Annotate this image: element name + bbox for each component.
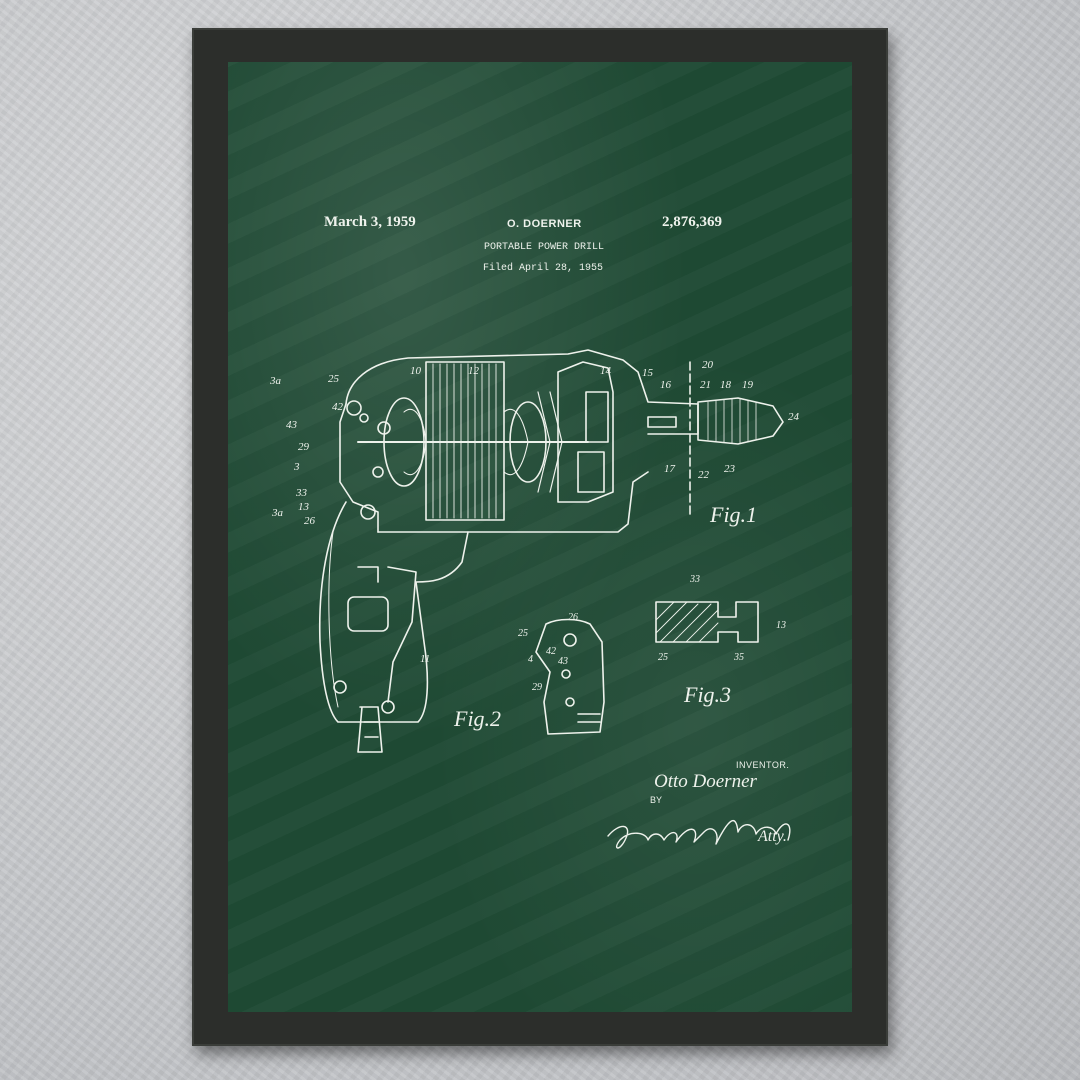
attorney-suffix: Atty.	[758, 828, 787, 845]
fig-2-label: Fig.2	[453, 706, 501, 731]
patent-date: March 3, 1959	[324, 214, 416, 230]
inventor-name: Otto Doerner	[654, 771, 757, 792]
picture-frame: March 3, 1959 O. DOERNER 2,876,369 PORTA…	[192, 28, 888, 1046]
ref-22: 22	[698, 469, 710, 481]
figure-3-detail	[655, 601, 759, 643]
fig-1-label: Fig.1	[709, 502, 757, 527]
fig3-ref-25: 25	[658, 652, 668, 663]
figure-2-detail	[535, 618, 605, 735]
ref-13: 13	[298, 501, 310, 513]
ref-10: 10	[410, 365, 422, 377]
ref-11: 11	[420, 653, 430, 665]
ref-21: 21	[700, 379, 711, 391]
by-label: BY	[650, 795, 663, 805]
ref-17: 17	[664, 463, 676, 475]
ref-26: 26	[304, 515, 316, 527]
ref-42: 42	[332, 401, 344, 413]
trigger-switch	[347, 596, 389, 632]
patent-filed-date: Filed April 28, 1955	[483, 263, 604, 274]
figure-1-drill	[318, 349, 784, 753]
gear	[585, 391, 609, 443]
fig3-ref-13: 13	[776, 620, 786, 631]
patent-title: PORTABLE POWER DRILL	[484, 242, 605, 253]
ref-3a-top: 3a	[269, 375, 282, 387]
inventor-label: INVENTOR.	[736, 760, 790, 770]
ref-20: 20	[702, 359, 714, 371]
fig2-ref-4: 4	[528, 654, 533, 665]
fig2-ref-29: 29	[532, 682, 542, 693]
ref-3: 3	[293, 461, 300, 473]
fig-3-label: Fig.3	[683, 682, 731, 707]
ref-33: 33	[295, 487, 308, 499]
ref-14: 14	[600, 365, 612, 377]
ref-15: 15	[642, 367, 654, 379]
fig2-ref-43: 43	[558, 656, 568, 667]
ref-25: 25	[328, 373, 340, 385]
fig2-ref-26: 26	[568, 612, 578, 623]
patent-inventor-short: O. DOERNER	[507, 218, 582, 230]
ref-12: 12	[468, 365, 480, 377]
fig2-ref-42: 42	[546, 646, 556, 657]
attorney-signature	[607, 819, 791, 849]
ref-43: 43	[286, 419, 298, 431]
power-cord	[357, 706, 383, 753]
fig3-ref-33: 33	[689, 574, 700, 585]
fig3-ref-35: 35	[733, 652, 744, 663]
ref-18: 18	[720, 379, 732, 391]
chalkboard-print: March 3, 1959 O. DOERNER 2,876,369 PORTA…	[228, 62, 852, 1012]
ref-3a-bottom: 3a	[271, 507, 284, 519]
ref-19: 19	[742, 379, 754, 391]
drill-chuck	[697, 397, 784, 445]
ref-23: 23	[724, 463, 736, 475]
patent-number: 2,876,369	[662, 214, 722, 230]
drill-patent-drawing: 3a 25 10 12 14 15 16 20 21 18 19 24 43 4…	[269, 349, 800, 849]
ref-16: 16	[660, 379, 672, 391]
fig2-ref-25: 25	[518, 628, 528, 639]
ref-29: 29	[298, 441, 310, 453]
ref-24: 24	[788, 411, 800, 423]
